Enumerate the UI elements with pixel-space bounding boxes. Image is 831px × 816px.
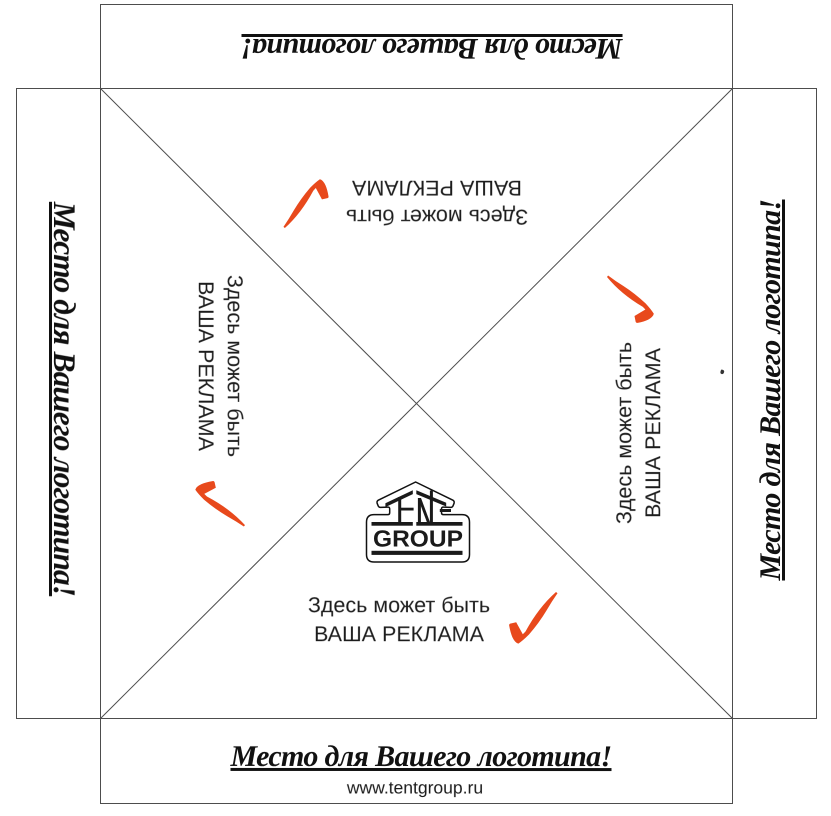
svg-text:GROUP: GROUP — [373, 526, 463, 552]
